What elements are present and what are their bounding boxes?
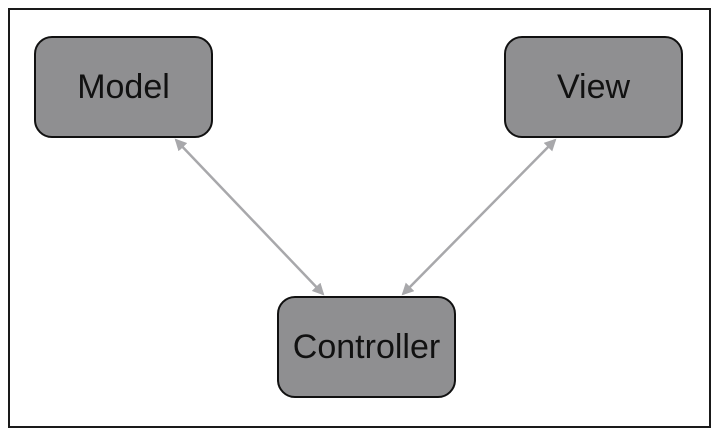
edge-model-controller (174, 138, 325, 296)
node-controller-label: Controller (292, 327, 441, 366)
node-model: Model (34, 36, 213, 138)
node-view: View (504, 36, 683, 138)
edge-view-controller (401, 138, 557, 296)
node-controller: Controller (277, 296, 456, 398)
node-model-label: Model (77, 67, 170, 106)
node-view-label: View (556, 67, 631, 106)
